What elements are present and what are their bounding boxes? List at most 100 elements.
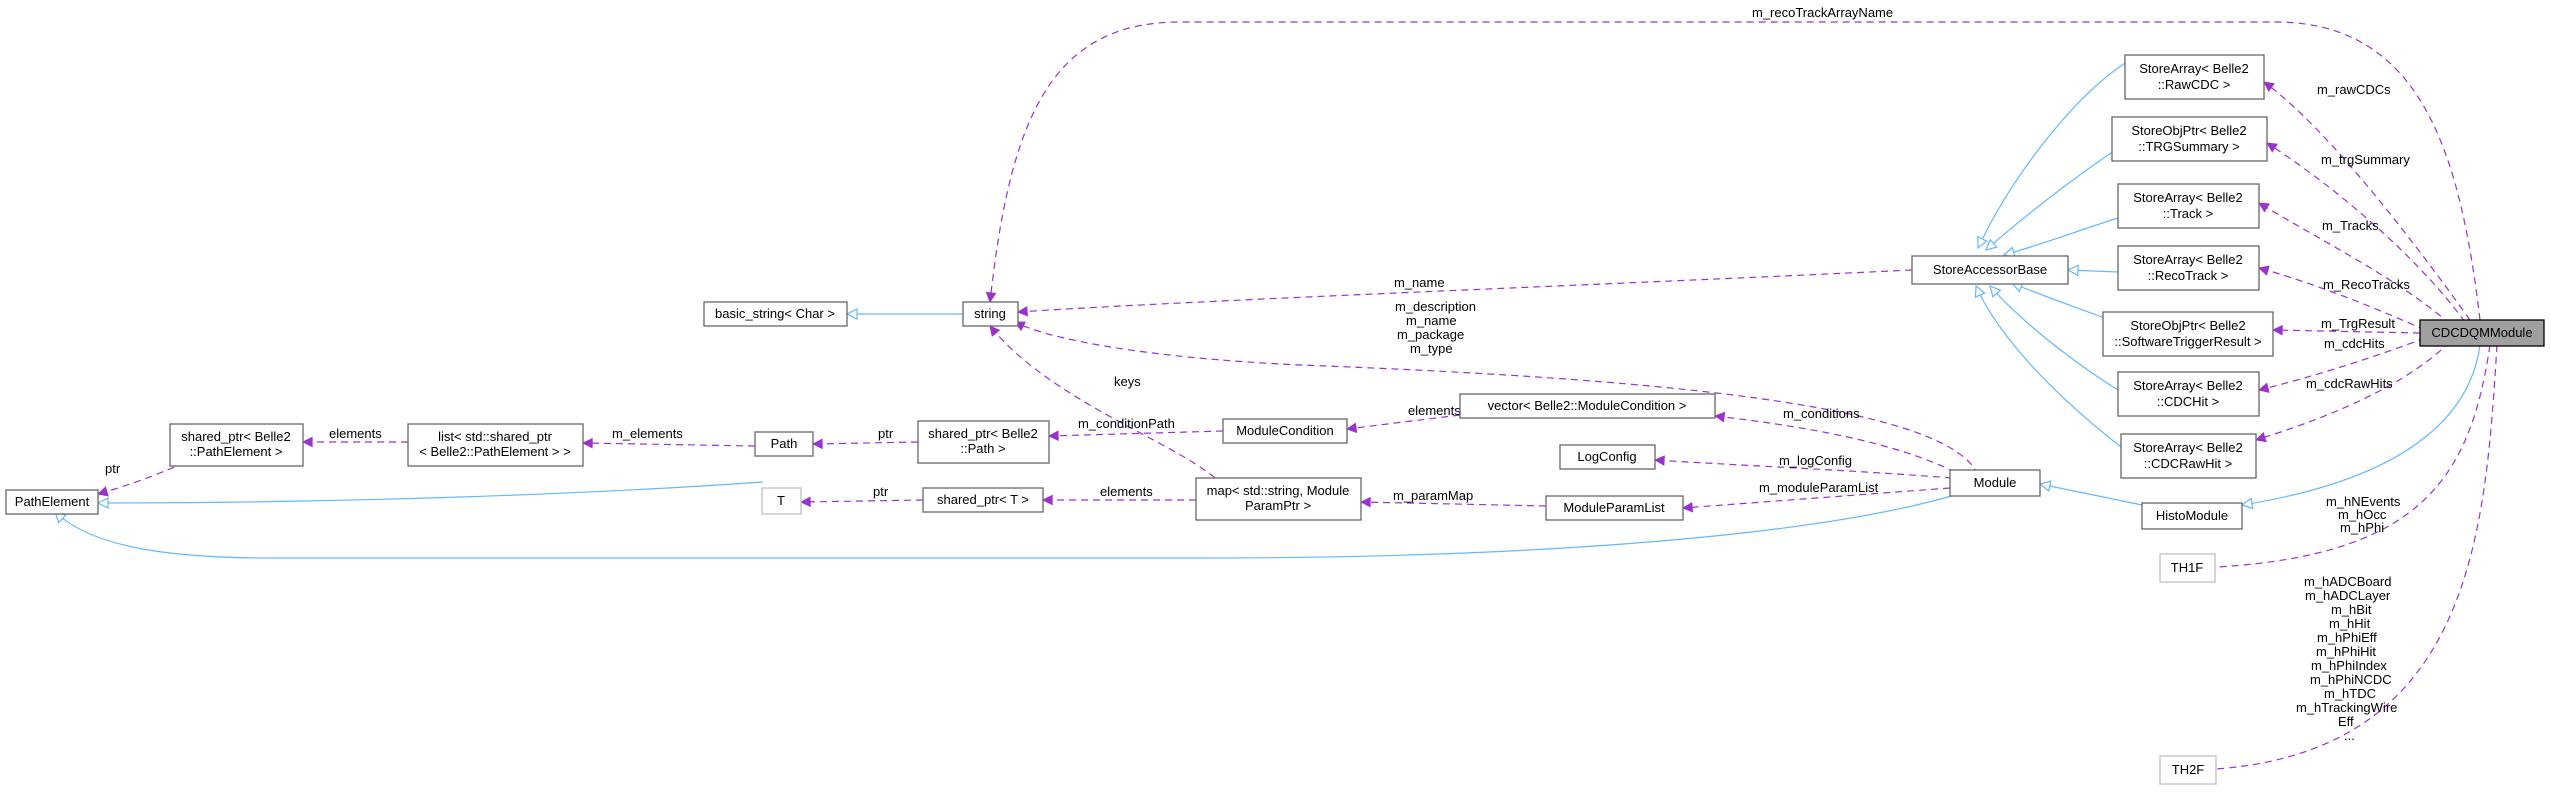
node-basic-string[interactable]: basic_string< Char > (703, 301, 848, 327)
node-label-line1: StoreArray< Belle2 (2133, 252, 2242, 267)
node-store-array-track[interactable]: StoreArray< Belle2 ::Track > (2117, 183, 2260, 229)
label-m-module-param-list: m_moduleParamList (1759, 480, 1879, 495)
edge-moduleparamlist-to-map (1361, 502, 1547, 506)
node-label-line1: StoreArray< Belle2 (2133, 190, 2242, 205)
node-t[interactable]: T (761, 487, 802, 515)
label-m-condition-path: m_conditionPath (1078, 416, 1175, 431)
node-th2f[interactable]: TH2F (2159, 755, 2217, 785)
node-label-line1: map< std::string, Module (1207, 483, 1350, 498)
node-module-condition[interactable]: ModuleCondition (1222, 418, 1348, 444)
edge-cdcdqm-to-th2f (2198, 344, 2498, 770)
label-m-reco-tracks: m_RecoTracks (2323, 277, 2410, 292)
edge-trgsummary-to-sab (1986, 146, 2121, 250)
edge-module-to-vector (1715, 416, 1956, 473)
node-shared-ptr-t[interactable]: shared_ptr< T > (922, 487, 1044, 513)
label-th2f-member: m_hPhiHit (2316, 644, 2376, 659)
label-th2f-member: m_hADCLayer (2305, 588, 2391, 603)
label-m-name-module: m_name (1406, 313, 1457, 328)
node-store-accessor-base[interactable]: StoreAccessorBase (1911, 255, 2069, 285)
node-log-config[interactable]: LogConfig (1559, 444, 1656, 470)
node-shared-ptr-path-element[interactable]: shared_ptr< Belle2 ::PathElement > (169, 423, 304, 467)
edge-cdcdqm-to-cdchit (2259, 337, 2426, 390)
edge-cdcdqm-to-track (2259, 203, 2451, 325)
node-vector-module-condition[interactable]: vector< Belle2::ModuleCondition > (1459, 393, 1716, 419)
edge-cdcdqm-to-recotrack (2259, 268, 2426, 331)
node-label: CDCDQMModule (2431, 325, 2532, 340)
node-map-param[interactable]: map< std::string, Module ParamPtr > (1195, 477, 1362, 521)
edge-cdcdqm-to-histomodule (2242, 344, 2481, 505)
edge-labels: ptr elements m_elements ptr m_conditionP… (105, 5, 2410, 743)
node-label-line2: < Belle2::PathElement > > (419, 444, 570, 459)
edge-sharedptr-pathelement-ptr (98, 461, 186, 494)
node-label-line1: StoreObjPtr< Belle2 (2130, 318, 2245, 333)
edge-cdcdqm-to-rawcdc (2264, 82, 2471, 321)
node-string[interactable]: string (962, 301, 1019, 327)
edge-cdcdqm-to-trgsummary (2267, 143, 2466, 323)
label-m-type: m_type (1410, 341, 1453, 356)
label-m-trg-summary: m_trgSummary (2321, 152, 2410, 167)
node-store-array-recotrack[interactable]: StoreArray< Belle2 ::RecoTrack > (2117, 245, 2260, 291)
node-label-line2: ::TRGSummary > (2138, 139, 2240, 154)
node-cdc-dqm-module[interactable]: CDCDQMModule (2419, 319, 2545, 347)
label-elements-vector: elements (1408, 403, 1461, 418)
node-th1f[interactable]: TH1F (2159, 553, 2216, 583)
node-histo-module[interactable]: HistoModule (2141, 502, 2243, 530)
edge-cdcdqm-to-cdcrawhit (2256, 341, 2451, 440)
label-m-trg-result: m_TrgResult (2321, 316, 2395, 331)
node-label: Path (771, 436, 798, 451)
node-module-param-list[interactable]: ModuleParamList (1545, 495, 1684, 521)
label-m-raw-cdcs: m_rawCDCs (2317, 82, 2391, 97)
node-label-line2: ::Track > (2163, 206, 2213, 221)
node-label: LogConfig (1577, 449, 1636, 464)
node-label-line2: ::RawCDC > (2158, 77, 2231, 92)
edge-cdchit-to-sab (1990, 286, 2119, 391)
label-m-tracks: m_Tracks (2322, 218, 2379, 233)
edge-cdcdqm-to-th1f (2196, 344, 2491, 568)
label-th2f-member: m_hPhiEff (2317, 630, 2377, 645)
label-m-package: m_package (1397, 327, 1464, 342)
node-path[interactable]: Path (754, 431, 814, 457)
node-label: TH1F (2171, 560, 2204, 575)
node-store-obj-softwaretrigger[interactable]: StoreObjPtr< Belle2 ::SoftwareTriggerRes… (2102, 311, 2274, 357)
label-keys: keys (1114, 374, 1141, 389)
node-label: HistoModule (2156, 508, 2228, 523)
label-th1f-member: m_hOcc (2338, 507, 2387, 522)
node-label-line1: shared_ptr< Belle2 (181, 429, 291, 444)
label-th2f-member: m_hHit (2329, 616, 2371, 631)
node-label-line1: StoreArray< Belle2 (2139, 61, 2248, 76)
label-th2f-member: m_hPhiIndex (2311, 658, 2387, 673)
label-m-cdc-hits: m_cdcHits (2324, 336, 2385, 351)
node-label-line2: ::CDCRawHit > (2144, 456, 2233, 471)
label-th2f-member: m_hBit (2331, 602, 2372, 617)
edge-sharedptr-t-to-t (801, 500, 924, 502)
node-list-shared-ptr[interactable]: list< std::shared_ptr < Belle2::PathElem… (407, 423, 584, 467)
edge-module-to-string (1015, 321, 1979, 476)
edge-cdcdqm-to-string (990, 21, 2481, 321)
node-label-line1: list< std::shared_ptr (438, 429, 552, 444)
node-path-element[interactable]: PathElement (5, 489, 99, 515)
label-th1f-member: m_hNEvents (2326, 494, 2401, 509)
node-label-line1: StoreObjPtr< Belle2 (2131, 123, 2246, 138)
label-elements-map: elements (1100, 484, 1153, 499)
edge-sharedptr-path-to-path (813, 442, 919, 444)
label-elements-list: elements (329, 426, 382, 441)
node-label: PathElement (15, 494, 90, 509)
node-store-obj-trgsummary[interactable]: StoreObjPtr< Belle2 ::TRGSummary > (2111, 116, 2268, 162)
node-label: ModuleCondition (1236, 423, 1334, 438)
edge-path-to-list (583, 443, 756, 446)
node-shared-ptr-path[interactable]: shared_ptr< Belle2 ::Path > (917, 420, 1050, 464)
node-module[interactable]: Module (1949, 469, 2041, 497)
node-label: TH2F (2172, 762, 2205, 777)
node-store-array-cdchit[interactable]: StoreArray< Belle2 ::CDCHit > (2117, 371, 2260, 417)
edge-sab-to-string (1018, 269, 1913, 312)
node-store-array-rawcdc[interactable]: StoreArray< Belle2 ::RawCDC > (2124, 54, 2265, 100)
edge-recotrack-to-sab (2068, 270, 2119, 272)
edge-map-keys-to-string (990, 326, 1216, 479)
label-th2f-member: m_hTDC (2324, 686, 2376, 701)
node-label-line2: ::RecoTrack > (2148, 268, 2229, 283)
node-store-array-cdcrawhit[interactable]: StoreArray< Belle2 ::CDCRawHit > (2120, 433, 2257, 479)
node-label: string (974, 306, 1006, 321)
edge-path-to-pathelement (98, 481, 764, 503)
edge-module-to-moduleparamlist (1683, 487, 1951, 508)
node-label-line1: StoreArray< Belle2 (2133, 378, 2242, 393)
